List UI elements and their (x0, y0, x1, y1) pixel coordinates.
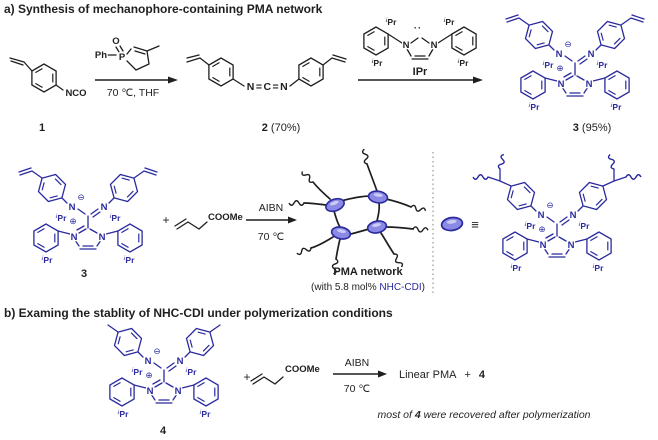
nhc-cdi-core-instance (503, 178, 612, 273)
phenyl-ring (298, 57, 324, 87)
compound-3-structure (505, 14, 645, 112)
section-b-title: b) Examing the stablity of NHC-CDI under… (4, 306, 393, 320)
crosslink-node (329, 224, 353, 242)
compound-1-structure: NCO (9, 57, 88, 100)
crosslink-node (323, 195, 347, 215)
compound-1-label: 1 (39, 122, 45, 134)
nhc-cdi-core-instance (110, 324, 219, 419)
nhc-cdi-core-instance (34, 170, 143, 265)
chain-end-squiggle (288, 200, 305, 206)
equivalence-sign: ≡ (471, 217, 479, 232)
vinyl-group (505, 14, 645, 26)
compound-2-structure: N=C=N (186, 54, 347, 94)
bond (186, 54, 347, 87)
phenyl-ring (208, 57, 234, 87)
arrow-head (288, 216, 297, 224)
bond (387, 33, 453, 60)
ipr-label: iPr (458, 58, 469, 68)
methyl-acrylate-monomer-b: COOMe (250, 363, 321, 385)
oxygen-atom: O (112, 36, 119, 47)
compound-4-structure (107, 324, 221, 419)
coome-group: COOMe (285, 364, 320, 375)
dipp-ring-left (363, 26, 389, 56)
pma-network-graphic (288, 148, 429, 275)
bond (9, 57, 64, 91)
products-text: Linear PMA+4 (399, 369, 486, 381)
network-note: (with 5.8 mol% NHC-CDI) (311, 282, 425, 293)
pma-network-label: PMA network (333, 266, 403, 278)
chain-end-squiggle (412, 226, 429, 234)
temperature-label-b: 70 ℃ (344, 383, 371, 395)
ipr-label: iPr (386, 17, 397, 27)
plus-sign: + (162, 213, 169, 227)
phosphorus-atom: P (119, 52, 126, 63)
arrow-head (378, 370, 387, 378)
phospholene-oxide-reagent: O Ph P (94, 35, 160, 71)
reaction-1-conditions: 70 ℃, THF (107, 87, 159, 99)
coome-group: COOMe (208, 212, 243, 223)
chain-end-squiggle (625, 174, 642, 180)
chain-end-squiggle (295, 245, 313, 256)
polymer-attachment (487, 168, 627, 187)
aibn-reagent: AIBN (259, 202, 284, 214)
chain-end-squiggle (607, 153, 617, 171)
ipr-label: iPr (372, 58, 383, 68)
ipr-label: iPr (444, 17, 455, 27)
methyl-acrylate-monomer: COOMe (174, 211, 244, 230)
chain-end-squiggle (361, 148, 370, 166)
network-chain (303, 163, 414, 260)
carbene-lone-pair: ·· (414, 23, 422, 34)
compound-2-label: 2 (70%) (262, 122, 301, 134)
bond (174, 218, 208, 230)
n-atom: N (403, 40, 410, 51)
chain-end-squiggle (472, 174, 489, 180)
compound-4-label: 4 (160, 425, 167, 437)
arrow-head (168, 76, 178, 84)
temperature-label: 70 ℃ (258, 231, 285, 243)
compound-3-label: 3 (95%) (573, 122, 612, 134)
legend-node (439, 215, 465, 233)
plus-sign: + (243, 370, 250, 384)
crosslink-node (366, 189, 390, 205)
crosslink-node (365, 218, 389, 236)
ipr-catalyst-label: IPr (413, 66, 428, 78)
vinyl-group (18, 167, 158, 179)
crosslinker-structure (472, 153, 642, 273)
chain-end-squiggle (409, 204, 427, 214)
phenyl-ring (31, 63, 57, 93)
compound-3-row2-label: 3 (81, 268, 87, 280)
carbodiimide-group: N=C=N (247, 81, 290, 93)
chain-end-squiggle (497, 153, 507, 171)
chain-end-squiggle (300, 169, 316, 185)
bond (250, 373, 284, 385)
arrow-head (473, 76, 483, 84)
dipp-ring-right (451, 26, 477, 56)
compound-3-structure-row2 (18, 167, 158, 265)
phenyl-abbrev: Ph (95, 50, 107, 61)
n-atom: N (431, 40, 438, 51)
nhc-cdi-core-instance (521, 17, 630, 112)
methyl-group (107, 324, 221, 333)
ipr-catalyst-structure: ·· N N iPr iPr iPr iPr IPr (363, 16, 477, 78)
recovery-note: most of 4 were recovered after polymeriz… (377, 409, 590, 421)
nco-group: NCO (65, 88, 86, 99)
bond (107, 45, 160, 71)
section-a-title: a) Synthesis of mechanophore-containing … (4, 2, 323, 16)
aibn-reagent-b: AIBN (345, 357, 370, 369)
